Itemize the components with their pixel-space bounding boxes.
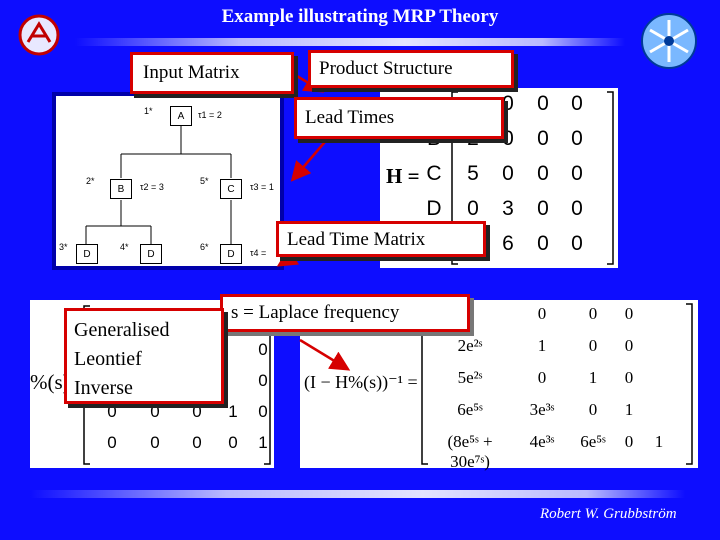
matrix-cell: 4e³ˢ	[529, 432, 555, 451]
matrix-cell: 0	[502, 162, 514, 185]
matrix-cell: 0	[571, 127, 583, 150]
matrix-cell: 0	[571, 92, 583, 115]
node-d1: D	[76, 244, 98, 264]
node-d3: D	[220, 244, 242, 264]
leontief-line-1: Generalised	[74, 319, 170, 341]
input-matrix-callout: Input Matrix	[130, 52, 294, 94]
matrix-cell: 0	[258, 371, 268, 390]
matrix-cell: 0	[588, 400, 598, 419]
matrix-cell: 0	[537, 127, 549, 150]
product-structure-diagram: 1* A τ1 = 2 2* B τ2 = 3 5* C τ3 = 1 3* D…	[52, 92, 284, 270]
node-d1-qty: 3*	[59, 242, 68, 252]
author-signature: Robert W. Grubbström	[540, 506, 677, 522]
matrix-cell: 3	[502, 197, 514, 220]
matrix-cell: 5e²ˢ	[457, 368, 483, 387]
lead-times-label: Lead Times	[305, 107, 395, 128]
matrix-cell: 0	[258, 340, 268, 359]
matrix-cell: 1	[228, 402, 238, 421]
lead-time-matrix-label: Lead Time Matrix	[287, 229, 426, 250]
matrix-cell: 0	[107, 402, 117, 421]
matrix-cell: 0	[150, 433, 160, 452]
matrix-cell: 1	[537, 336, 547, 355]
matrix-cell: 0	[150, 402, 160, 421]
slide-title: Example illustrating MRP Theory	[221, 6, 499, 27]
h-row-label: C	[426, 162, 442, 185]
node-d2-qty: 4*	[120, 242, 129, 252]
matrix-cell: 3e³ˢ	[529, 400, 555, 419]
leontief-line-2: Leontief	[74, 348, 142, 370]
leontief-callout: Generalised Leontief Inverse	[64, 308, 224, 404]
matrix-cell: 0	[624, 336, 634, 355]
h-matrix-label: H =	[386, 164, 420, 188]
node-b: B	[110, 179, 132, 199]
matrix-cell: 0	[192, 433, 202, 452]
matrix-cell: 0	[588, 304, 598, 323]
node-d3-tau: τ4 =	[250, 248, 267, 258]
node-a: A	[170, 106, 192, 126]
matrix-cell: 1	[588, 368, 598, 387]
matrix-cell: 6	[502, 232, 514, 255]
matrix-cell: 0	[537, 92, 549, 115]
title-divider	[75, 38, 625, 46]
matrix-cell: 0	[258, 402, 268, 421]
node-b-tau: τ2 = 3	[140, 182, 164, 192]
inverse-expression: (I − H%(s))⁻¹ =	[304, 372, 418, 392]
node-c-tau: τ3 = 1	[250, 182, 274, 192]
laplace-label: s = Laplace frequency	[231, 302, 400, 323]
matrix-cell: 1	[624, 400, 634, 419]
matrix-cell: 0	[537, 197, 549, 220]
product-structure-label: Product Structure	[319, 58, 453, 79]
matrix-cell: 1	[258, 433, 268, 452]
matrix-cell: 0	[537, 232, 549, 255]
node-a-tau: τ1 = 2	[198, 110, 222, 120]
matrix-cell: 0	[107, 433, 117, 452]
matrix-cell: 6e⁵ˢ	[580, 432, 606, 451]
matrix-cell: 0	[502, 92, 514, 115]
lead-time-matrix-callout: Lead Time Matrix	[276, 221, 486, 257]
matrix-cell: 0	[624, 432, 634, 451]
product-structure-callout: Product Structure	[308, 50, 514, 88]
circular-emblem-icon	[18, 14, 60, 56]
matrix-cell: 0	[571, 162, 583, 185]
matrix-cell: 0	[228, 433, 238, 452]
matrix-cell: 0	[537, 304, 547, 323]
matrix-cell: 1	[465, 304, 475, 323]
matrix-cell: 0	[467, 197, 479, 220]
h-row-label: D	[426, 197, 442, 220]
matrix-cell: 0	[502, 127, 514, 150]
lead-times-callout: Lead Times	[294, 97, 504, 139]
matrix-cell: 0	[537, 162, 549, 185]
bottom-divider	[30, 490, 685, 498]
input-matrix-label: Input Matrix	[143, 62, 240, 83]
node-c: C	[220, 179, 242, 199]
snowflake-crest-icon	[640, 12, 698, 70]
leontief-line-3: Inverse	[74, 377, 133, 399]
matrix-cell: 6e⁵ˢ	[457, 400, 483, 419]
laplace-callout: s = Laplace frequency	[220, 294, 470, 332]
leontief-prefix: %(s)	[30, 370, 70, 394]
matrix-cell: 0	[571, 197, 583, 220]
node-c-qty: 5*	[200, 176, 209, 186]
matrix-cell: 1	[654, 432, 664, 451]
node-a-qty: 1*	[144, 106, 153, 116]
matrix-cell: (8e⁵ˢ + 30e⁷ˢ)	[447, 432, 493, 471]
matrix-cell: 0	[192, 402, 202, 421]
matrix-cell: 0	[588, 336, 598, 355]
matrix-cell: 0	[571, 232, 583, 255]
node-b-qty: 2*	[86, 176, 95, 186]
matrix-cell: 0	[624, 304, 634, 323]
matrix-cell: 5	[467, 162, 479, 185]
node-d2: D	[140, 244, 162, 264]
node-d3-qty: 6*	[200, 242, 209, 252]
matrix-cell: 0	[624, 368, 634, 387]
matrix-cell: 0	[537, 368, 547, 387]
matrix-cell: 2e²ˢ	[457, 336, 483, 355]
